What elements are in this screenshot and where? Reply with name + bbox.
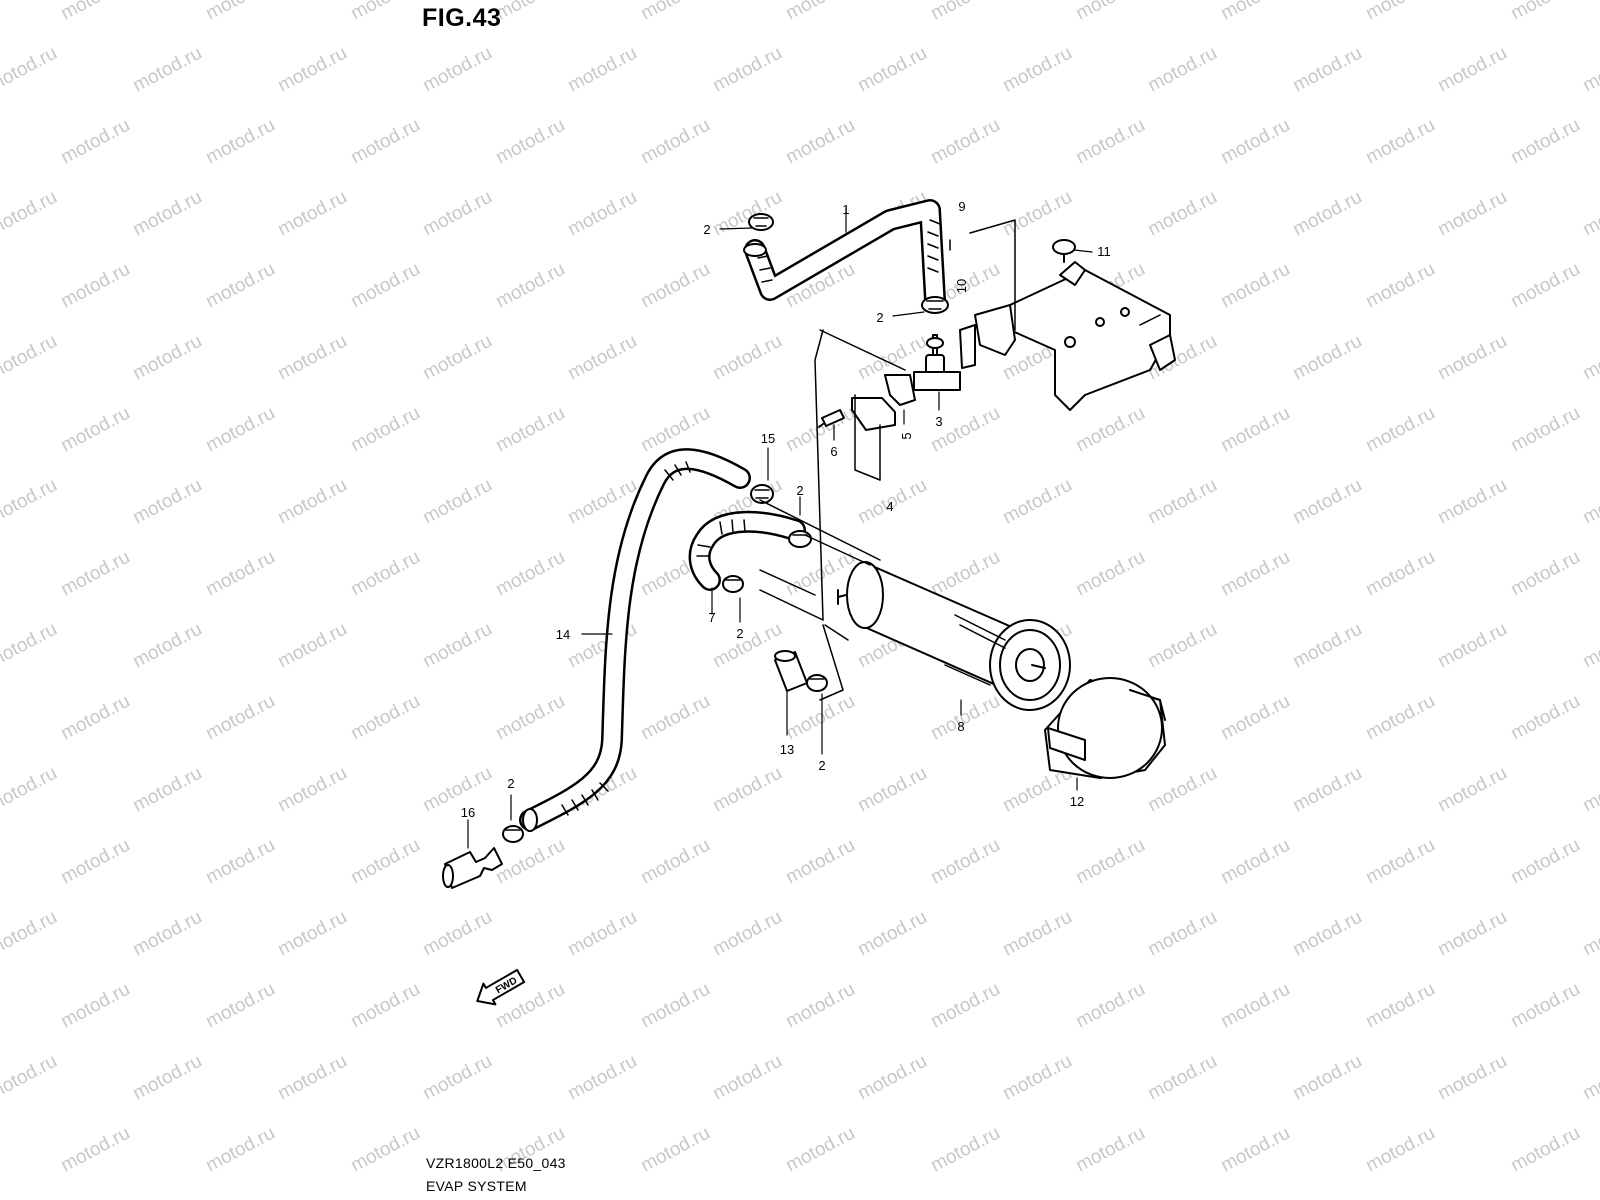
callout-2: 2 — [876, 310, 883, 325]
connector-lines — [759, 219, 1016, 701]
clamp-icon — [921, 296, 949, 314]
bolt-part-11 — [1052, 239, 1076, 263]
hose-part-14 — [519, 448, 751, 832]
sleeve-part-13 — [774, 650, 808, 692]
cover-part-12 — [1044, 677, 1166, 779]
callout-3: 3 — [935, 414, 942, 429]
mounting-bracket-part-9 — [959, 261, 1176, 411]
valve-part-3 — [913, 334, 961, 391]
callout-7: 7 — [708, 610, 715, 625]
leader-lines — [467, 207, 1093, 849]
diagram-code: VZR1800L2 E50_043 — [426, 1155, 566, 1171]
hose-part-7 — [688, 510, 806, 591]
callout-2: 2 — [703, 222, 710, 237]
callout-2: 2 — [507, 776, 514, 791]
hose-part-1 — [743, 199, 946, 311]
callout-8: 8 — [957, 719, 964, 734]
callout-9: 9 — [958, 199, 965, 214]
callout-2: 2 — [736, 626, 743, 641]
callout-2: 2 — [796, 483, 803, 498]
callout-16: 16 — [461, 805, 475, 820]
callout-13: 13 — [780, 742, 794, 757]
callout-12: 12 — [1070, 794, 1084, 809]
clamp-icon — [788, 530, 812, 548]
clamp-icon — [750, 484, 774, 504]
canister-part-8 — [837, 561, 1071, 711]
screw-part-6 — [818, 409, 845, 428]
callout-11: 11 — [1097, 244, 1111, 259]
callout-2: 2 — [818, 758, 825, 773]
callout-10: 10 — [954, 279, 969, 293]
clamp-icon — [748, 213, 774, 231]
callout-14: 14 — [556, 627, 570, 642]
callout-4: 4 — [886, 499, 893, 514]
callout-5: 5 — [899, 432, 914, 439]
callout-6: 6 — [830, 444, 837, 459]
diagram-name: EVAP SYSTEM — [426, 1178, 527, 1194]
callout-1: 1 — [842, 202, 849, 217]
bracket-part-4 — [851, 374, 916, 431]
callouts: 1 2 2 2 2 2 2 3 4 5 6 7 8 9 10 11 12 13 … — [461, 199, 1111, 820]
callout-15: 15 — [761, 431, 775, 446]
figure-title: FIG.43 — [422, 4, 502, 32]
clamp-icon — [806, 674, 828, 692]
clamp-icon — [502, 825, 524, 843]
connector-part-16 — [442, 847, 503, 889]
fwd-arrow-icon: FWD — [476, 968, 526, 1006]
clamp-icon — [722, 575, 744, 593]
